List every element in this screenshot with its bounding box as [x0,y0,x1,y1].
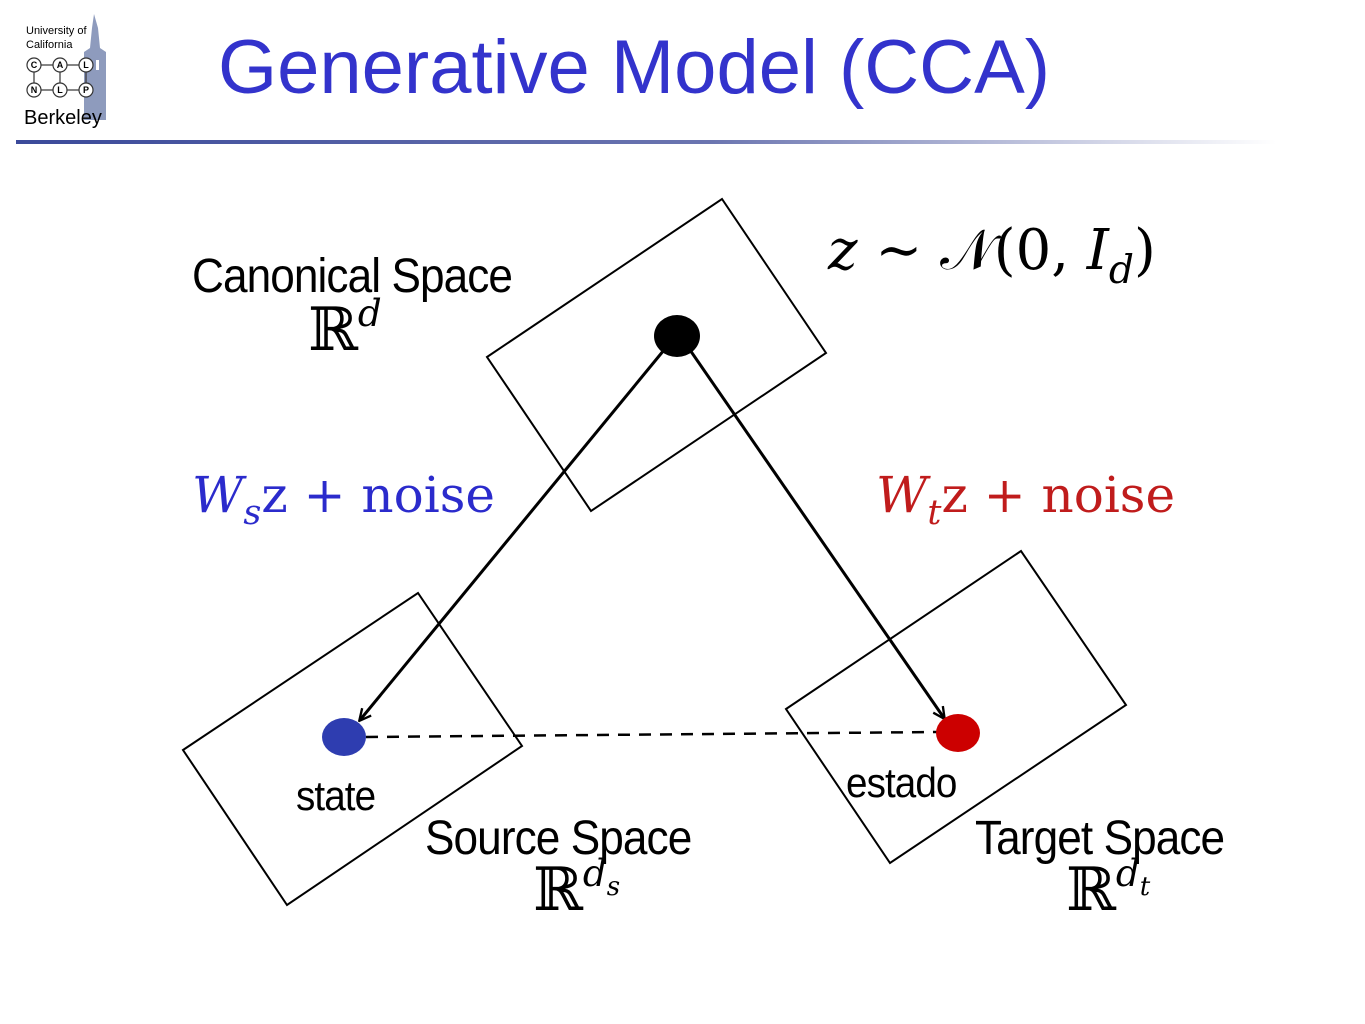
logo-letter: C [31,60,38,70]
source-word: state [296,772,376,819]
logo-name: Berkeley [24,107,102,129]
title-rule [16,140,1276,144]
source-weight: W [192,466,244,524]
source-space-label: Source Space [425,812,692,865]
source-dim-subscript: s [606,871,621,902]
latent-point [654,315,700,357]
berkeley-nlp-logo: University of California C A L N L P Ber… [14,8,126,132]
source-point [322,718,366,756]
target-map-rest: z + noise [941,466,1176,524]
target-point [936,714,980,752]
target-weight-subscript: t [927,493,942,534]
target-dim-subscript: t [1139,871,1151,902]
canonical-space-label: Canonical Space [192,250,513,303]
logo-letter: N [31,85,38,95]
target-map-formula: Wtz + noise [876,470,1175,531]
source-weight-subscript: s [243,493,262,534]
prior-args: (0, [993,218,1087,283]
cov-subscript: d [1108,247,1135,293]
logo-line1: University of [26,25,87,37]
logo-letter: L [57,85,63,95]
canonical-space-box [485,197,828,513]
slide-title: Generative Model (CCA) [218,25,1051,110]
prior-close: ) [1134,218,1156,283]
logo-graphic: University of California C A L N L P Ber… [24,14,106,129]
reals-symbol: ℝ [308,295,358,365]
target-space-symbol: ℝdt [1066,854,1151,920]
reals-symbol: ℝ [533,855,583,925]
source-map-formula: Wsz + noise [192,470,495,531]
distributed-symbol: ∼ [875,218,923,283]
source-map-rest: z + noise [261,466,495,524]
logo-letter: L [83,60,89,70]
projection-arrow-source [360,349,666,720]
logo-line2: California [26,39,73,51]
normal-symbol: 𝒩 [940,218,994,283]
target-dim: d [1115,850,1140,895]
cov-symbol: I [1086,218,1109,283]
target-weight: W [876,466,928,524]
source-dim: d [582,850,607,895]
reals-symbol: ℝ [1066,855,1116,925]
source-space-symbol: ℝds [533,854,621,920]
canonical-dim: d [357,290,382,335]
canonical-space-symbol: ℝd [308,294,382,360]
projection-arrow-target [688,349,944,718]
logo-letter: A [57,60,64,70]
target-word: estado [846,759,957,806]
latent-var: z [828,218,858,283]
prior-formula: z ∼ 𝒩(0, Id) [828,223,1156,290]
target-space-box [784,549,1128,865]
source-space-box [181,591,524,907]
logo-letter: P [83,85,89,95]
translation-link [365,730,941,739]
target-space-label: Target Space [975,812,1225,865]
